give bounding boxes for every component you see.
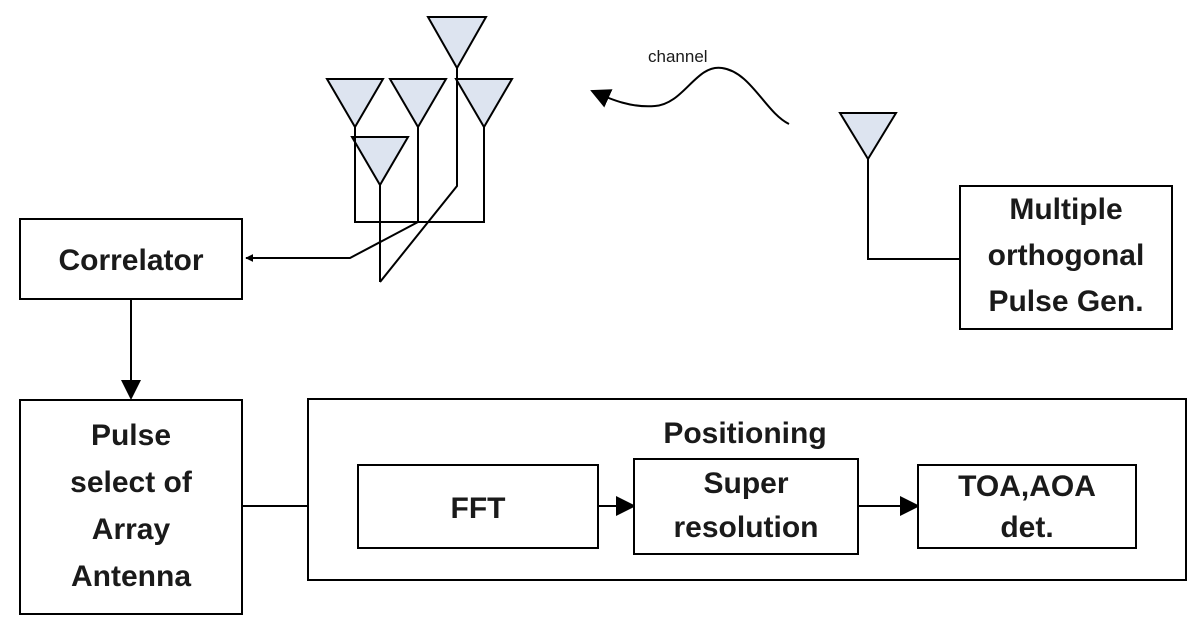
antenna-array	[245, 16, 514, 283]
pulse-select-label-line-4: Antenna	[71, 560, 191, 593]
toa-aoa-label-line-2: det.	[1000, 511, 1053, 544]
pulse-select-label-line-3: Array	[92, 513, 171, 546]
antenna-icon	[454, 78, 514, 129]
super-resolution-label-line-1: Super	[703, 467, 788, 500]
pulse-generator-label-line-1: Multiple	[1009, 193, 1122, 226]
pulse-select-box	[19, 399, 243, 615]
pulse-select-label-line-2: select of	[70, 466, 193, 499]
antenna-icon	[426, 16, 488, 71]
correlator-label: Correlator	[58, 244, 203, 277]
fft-label: FFT	[451, 492, 506, 525]
pulse-generator-label-line-2: orthogonal	[988, 239, 1145, 272]
pulse-generator-label-line-3: Pulse Gen.	[988, 285, 1143, 318]
tx-antenna-icon	[838, 112, 898, 161]
fft-box	[357, 464, 599, 549]
pulse-select: Pulse select of Array Antenna	[19, 399, 360, 615]
transmitter: Multiple orthogonal Pulse Gen.	[838, 112, 1173, 330]
channel: channel	[590, 47, 790, 125]
antenna-icon	[325, 78, 385, 129]
channel-label: channel	[648, 47, 708, 66]
toa-aoa-label-line-1: TOA,AOA	[958, 470, 1096, 503]
antenna-icon	[350, 136, 410, 187]
super-resolution-label-line-2: resolution	[673, 511, 818, 544]
pulse-generator-box	[959, 185, 1173, 330]
tx-feed-line	[867, 159, 960, 260]
positioning: Positioning FFT Super resolution TOA,AOA…	[307, 398, 1187, 581]
array-to-correlator-arrow	[245, 221, 419, 262]
correlator: Correlator	[19, 218, 243, 400]
channel-wave	[590, 66, 790, 125]
antenna-icon	[388, 78, 448, 129]
toa-aoa-box	[917, 464, 1137, 549]
correlator-box	[19, 218, 243, 300]
super-resolution-box	[633, 458, 859, 555]
pulse-select-label-line-1: Pulse	[91, 419, 171, 452]
positioning-label: Positioning	[663, 417, 826, 450]
array-feed-lines	[354, 68, 485, 283]
